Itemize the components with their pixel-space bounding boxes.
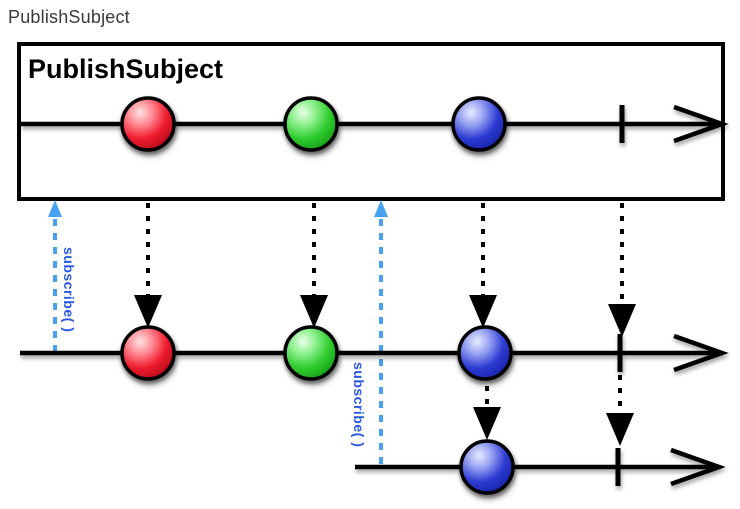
emission-arrowhead-icon [608,304,636,337]
emission-arrowhead-icon [134,295,162,328]
marble-blue [457,325,513,381]
emission-arrow [134,203,162,328]
emission-arrow [606,375,634,446]
source-timeline [21,96,729,152]
timeline-arrowhead-icon [673,104,729,144]
subscriber-1-timeline [20,325,729,381]
marble-blue [459,439,515,495]
subscribe-arrow: subscribe( ) [48,200,77,352]
marble-green [283,96,339,152]
operator-box-title: PublishSubject [28,54,223,84]
emission-arrowhead-icon [473,407,501,440]
subscribe-label: subscribe( ) [61,247,77,332]
subscribe-arrowhead-icon [48,200,62,217]
subscribe-arrow: subscribe( ) [351,200,388,464]
emission-arrow [473,386,501,440]
emission-arrowhead-icon [469,295,497,328]
marble-green [283,325,339,381]
marble-blue [451,96,507,152]
subscribe-label: subscribe( ) [351,362,367,447]
marble-red [120,325,176,381]
subscriber-2-timeline [355,439,726,495]
emission-arrowhead-icon [606,413,634,446]
timeline-arrowhead-icon [673,333,729,373]
marble-red [120,96,176,152]
emission-arrow [469,203,497,328]
subscribe-arrowhead-icon [374,200,388,217]
timeline-arrowhead-icon [670,447,726,487]
emission-arrow [300,203,328,328]
page-title: PublishSubject [8,7,130,27]
emission-arrowhead-icon [300,295,328,328]
emission-arrow [608,203,636,337]
